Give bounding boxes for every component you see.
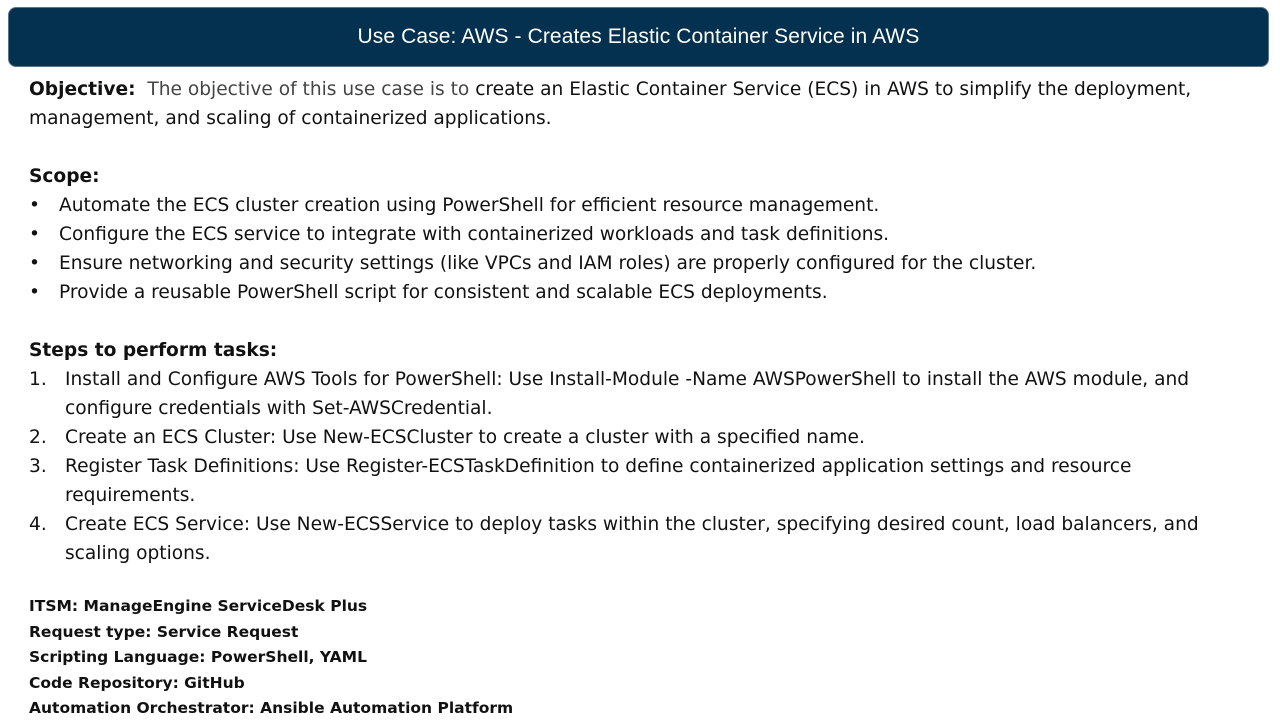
itsm-line: ITSM: ManageEngine ServiceDesk Plus <box>29 597 368 615</box>
step-number: 4. <box>29 514 47 535</box>
bullet-marker: • <box>29 224 40 245</box>
scope-item-text: Ensure networking and security settings … <box>59 253 1037 274</box>
step-text: Create ECS Service: Use New-ECSService t… <box>65 514 1199 564</box>
page-title: Use Case: AWS - Creates Elastic Containe… <box>357 25 920 48</box>
scripting-language-line: Scripting Language: PowerShell, YAML <box>29 648 367 667</box>
scope-item-text: Automate the ECS cluster creation using … <box>59 195 880 216</box>
list-item: • Automate the ECS cluster creation usin… <box>29 191 1254 220</box>
step-text: Register Task Definitions: Use Register-… <box>65 456 1132 506</box>
list-item: • Configure the ECS service to integrate… <box>29 220 1254 249</box>
code-repository-line: Code Repository: GitHub <box>29 673 245 692</box>
spacer <box>29 133 1254 162</box>
metadata-block: ITSM: ManageEngine ServiceDesk Plus Requ… <box>29 594 513 720</box>
objective-text: create an Elastic Container Service (ECS… <box>29 79 1192 129</box>
list-item: 1. Install and Configure AWS Tools for P… <box>29 365 1254 423</box>
bullet-marker: • <box>29 253 40 274</box>
main-content: Objective: The objective of this use cas… <box>29 75 1254 568</box>
title-banner: Use Case: AWS - Creates Elastic Containe… <box>8 7 1269 67</box>
scope-heading: Scope: <box>29 166 100 187</box>
objective-lead: The objective of this use case is to <box>147 79 470 100</box>
step-text: Create an ECS Cluster: Use New-ECSCluste… <box>65 427 865 448</box>
scope-item-text: Configure the ECS service to integrate w… <box>59 224 890 245</box>
list-item: 2. Create an ECS Cluster: Use New-ECSClu… <box>29 423 1254 452</box>
step-text: Install and Configure AWS Tools for Powe… <box>65 369 1190 419</box>
objective-label: Objective: <box>29 79 136 100</box>
list-item: • Provide a reusable PowerShell script f… <box>29 278 1254 307</box>
scope-item-text: Provide a reusable PowerShell script for… <box>59 282 828 303</box>
bullet-marker: • <box>29 282 40 303</box>
bullet-marker: • <box>29 195 40 216</box>
request-type-line: Request type: Service Request <box>29 622 299 641</box>
objective-paragraph: Objective: The objective of this use cas… <box>29 75 1254 133</box>
scope-list: • Automate the ECS cluster creation usin… <box>29 191 1254 307</box>
step-number: 1. <box>29 369 47 390</box>
list-item: 4. Create ECS Service: Use New-ECSServic… <box>29 510 1254 568</box>
list-item: 3. Register Task Definitions: Use Regist… <box>29 452 1254 510</box>
step-number: 3. <box>29 456 47 477</box>
step-number: 2. <box>29 427 47 448</box>
steps-heading: Steps to perform tasks: <box>29 340 278 361</box>
spacer <box>29 307 1254 336</box>
automation-orchestrator-line: Automation Orchestrator: Ansible Automat… <box>29 699 514 718</box>
steps-list: 1. Install and Configure AWS Tools for P… <box>29 365 1254 568</box>
list-item: • Ensure networking and security setting… <box>29 249 1254 278</box>
